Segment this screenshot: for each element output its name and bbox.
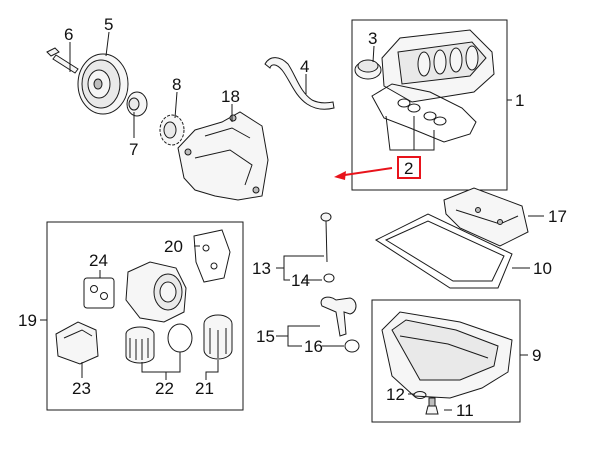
callout-24: 24 [89,251,108,270]
oil-pump-housing-part [125,261,187,323]
valve-cover-part [381,29,495,103]
highlight-box [397,156,421,179]
drain-washer-part [413,391,427,399]
callout-8: 8 [172,75,181,94]
callout-21: 21 [195,379,214,398]
drain-plug-part [425,397,439,415]
crankshaft-sprocket-part [126,91,148,117]
crankshaft-bolt-part [46,47,79,74]
oil-filler-cap-part [354,59,382,80]
valve-cover-gasket-part [371,83,477,143]
oil-filter-o-ring-part [167,323,193,353]
callout-23: 23 [72,379,91,398]
oil-filter-cap-part [203,314,233,360]
oil-filter-element-part [125,326,155,364]
callout-3: 3 [368,29,377,48]
callout-12: 12 [386,385,405,404]
callout-6: 6 [64,25,73,44]
callout-13: 13 [252,259,271,278]
crankshaft-pulley-part [77,53,129,115]
callout-4: 4 [300,57,309,76]
callout-17: 17 [548,207,567,226]
callout-14: 14 [291,271,310,290]
oil-adapter-part [55,321,99,365]
callout-20: 20 [164,237,183,256]
callout-2: 2 [404,159,413,178]
callout-22: 22 [155,379,174,398]
callout-5: 5 [104,15,113,34]
filter-housing-gasket-part [193,229,231,283]
leader-lines [40,31,544,411]
callout-1: 1 [515,91,524,110]
callout-16: 16 [304,337,323,356]
highlight-arrow [334,167,393,180]
oil-baffle-part [443,187,529,247]
dipstick-part [320,212,335,283]
oil-cooler-gasket-part [83,277,115,309]
oil-pan-group-box [371,299,521,423]
callout-11: 11 [456,401,474,420]
callout-7: 7 [129,140,138,159]
callout-18: 18 [221,87,240,106]
callout-10: 10 [533,259,552,278]
dipstick-tube-part [320,296,360,353]
callout-19: 19 [18,311,37,330]
timing-gear-part [159,114,185,146]
valve-cover-group-box [351,19,508,191]
oil-pan-part [381,311,513,399]
oil-pan-gasket-part [374,213,513,289]
callout-15: 15 [256,327,275,346]
timing-cover-group-box [46,221,244,411]
timing-cover-part [177,111,269,201]
breather-hose-part [264,57,335,110]
callout-9: 9 [532,346,541,365]
